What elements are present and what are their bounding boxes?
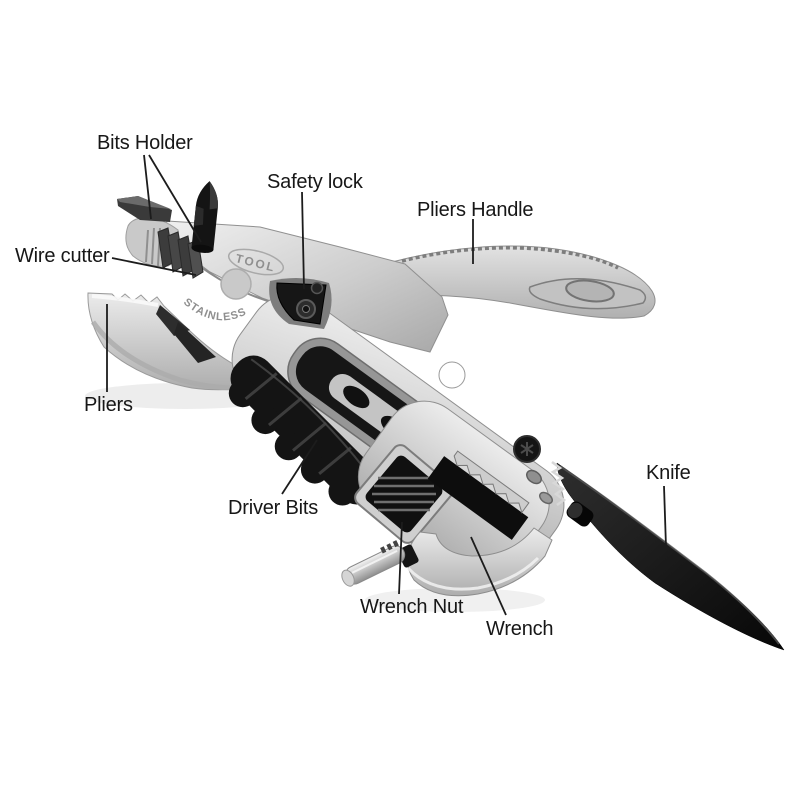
rubber-grip-part (228, 355, 380, 506)
body-edge-serration (550, 461, 567, 507)
label-pliers-handle: Pliers Handle (417, 199, 534, 221)
body-hole (538, 491, 554, 505)
wrench-gap (427, 456, 529, 540)
label-driver-bits: Driver Bits (228, 497, 319, 519)
leader-bits-holder-2 (148, 154, 202, 243)
svg-text:STAINLESS: STAINLESS (181, 296, 248, 323)
label-bits-holder: Bits Holder (97, 132, 193, 154)
leader-driver-bits (281, 439, 318, 495)
pliers-handle-part (389, 245, 656, 319)
leader-wire-cutter (111, 257, 197, 276)
pin-part (341, 540, 419, 587)
plate-indent-circle (220, 268, 252, 300)
body-hole (526, 469, 542, 485)
leader-wrench-nut (398, 521, 403, 595)
safety-lock-part (269, 277, 332, 329)
bottle-opener-slot (565, 279, 615, 303)
wrench-nut-part (354, 444, 454, 544)
body-edge-notch (438, 361, 466, 389)
bit-window (343, 385, 370, 409)
shadow-under-wrench (365, 588, 545, 612)
wrench-part (354, 400, 554, 597)
bits-holder-part (117, 181, 218, 279)
knife-part (550, 461, 785, 651)
label-wrench: Wrench (486, 618, 554, 640)
phillips-bit (191, 181, 218, 253)
handle-serration (401, 246, 619, 270)
label-wrench-nut: Wrench Nut (360, 596, 464, 618)
knife-thumb-stud (566, 501, 594, 527)
label-knife: Knife (646, 462, 691, 484)
safety-lock-pin (310, 281, 324, 295)
label-pliers: Pliers (84, 394, 133, 416)
engraving-stainless: STAINLESS (181, 296, 247, 323)
label-safety-lock: Safety lock (267, 171, 363, 193)
jaw-gap-shadow-2 (174, 322, 216, 363)
leader-knife (663, 485, 667, 548)
leader-bits-holder-1 (143, 154, 152, 220)
wrench-fixed-jaw-teeth (453, 450, 530, 514)
pliers-lower-jaw-part (87, 292, 270, 391)
leader-wrench (470, 536, 507, 616)
knife-blade (556, 462, 785, 651)
wrench-movable-jaw (406, 527, 553, 597)
leader-lines (106, 154, 667, 616)
leader-safety-lock (301, 191, 305, 290)
label-wire-cutter: Wire cutter (15, 245, 110, 267)
